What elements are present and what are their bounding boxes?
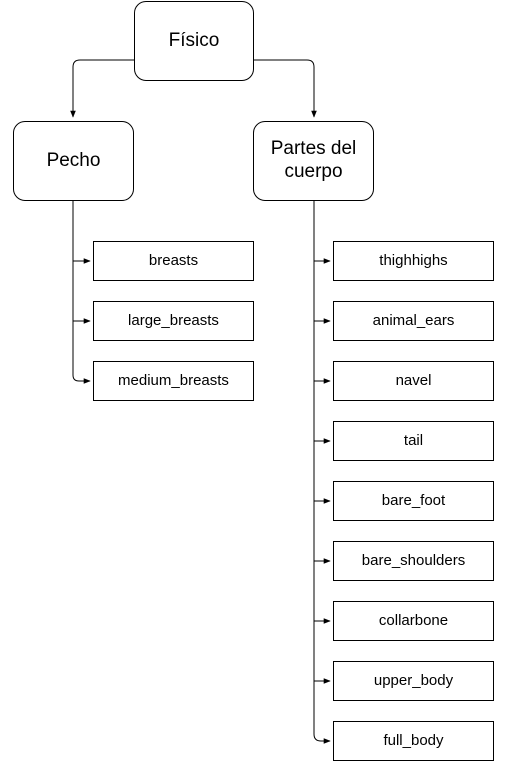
leaf-label-breasts: breasts	[148, 252, 199, 269]
leaf-node: collarbone	[333, 601, 494, 641]
leaf-label-bare-foot: bare_foot	[381, 492, 446, 509]
leaf-node: medium_breasts	[93, 361, 254, 401]
leaf-label-thighhighs: thighhighs	[379, 252, 448, 269]
leaf-node: bare_foot	[333, 481, 494, 521]
leaf-label-tail: tail	[403, 432, 424, 449]
leaf-label-collarbone: collarbone	[378, 612, 449, 629]
leaf-node: tail	[333, 421, 494, 461]
leaf-label-medium-breasts: medium_breasts	[118, 372, 229, 389]
leaf-label-upper-body: upper_body	[373, 672, 454, 689]
leaf-label-bare-shoulders: bare_shoulders	[361, 552, 466, 569]
partes-connectors	[313, 201, 331, 744]
branch-node-partes-del-cuerpo: Partes del cuerpo	[253, 121, 374, 201]
leaf-label-navel: navel	[395, 372, 432, 389]
leaf-label-animal-ears: animal_ears	[372, 312, 455, 329]
connector-root-to-pecho	[70, 59, 134, 118]
leaf-node: bare_shoulders	[333, 541, 494, 581]
leaf-node: upper_body	[333, 661, 494, 701]
leaf-node: thighhighs	[333, 241, 494, 281]
leaf-node: breasts	[93, 241, 254, 281]
leaf-node: animal_ears	[333, 301, 494, 341]
leaf-label-full-body: full_body	[383, 732, 444, 749]
leaf-node: navel	[333, 361, 494, 401]
leaf-node: full_body	[333, 721, 494, 761]
branch-node-pecho: Pecho	[13, 121, 134, 201]
branch-label-pecho: Pecho	[46, 149, 101, 171]
connector-root-to-partes	[253, 59, 317, 118]
branch-label-partes-del-cuerpo: Partes del cuerpo	[270, 138, 357, 182]
leaf-label-large-breasts: large_breasts	[128, 312, 219, 329]
pecho-connectors	[72, 201, 91, 384]
root-node: Físico	[134, 1, 254, 81]
root-label: Físico	[168, 29, 220, 51]
leaf-node: large_breasts	[93, 301, 254, 341]
